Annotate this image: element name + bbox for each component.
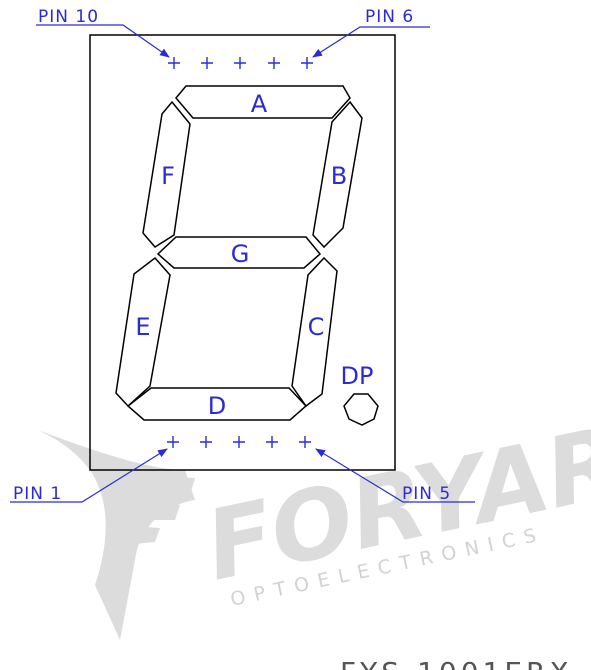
segment-d-label: D [208, 392, 226, 420]
pin-5-leader [315, 448, 475, 503]
pin-6-leader [312, 26, 430, 58]
segment-dp [343, 393, 379, 426]
pin-6-label: PIN 6 [365, 7, 414, 27]
segment-c-label: C [308, 313, 325, 341]
part-number: FYS-1001ERX [340, 656, 573, 670]
pin-1-label: PIN 1 [13, 484, 62, 504]
segment-d [126, 387, 308, 421]
pin-10-leader [36, 24, 170, 58]
display-body-outline [89, 34, 396, 471]
top-pin-markers [168, 57, 313, 69]
segment-a-label: A [251, 90, 268, 118]
segment-g [156, 236, 322, 269]
segment-g-label: G [231, 240, 250, 268]
segment-e-label: E [135, 313, 150, 341]
segment-a [175, 85, 351, 119]
segment-b [312, 100, 363, 249]
foryard-logo [38, 430, 195, 640]
segment-f [142, 100, 191, 248]
segment-b-label: B [331, 162, 347, 190]
bottom-pin-markers [167, 436, 311, 448]
segment-f-label: F [161, 162, 175, 190]
segment-dp-label: DP [341, 362, 374, 390]
pin-5-label: PIN 5 [402, 484, 451, 504]
pin-10-label: PIN 10 [38, 7, 99, 27]
pin-1-leader [10, 448, 168, 503]
